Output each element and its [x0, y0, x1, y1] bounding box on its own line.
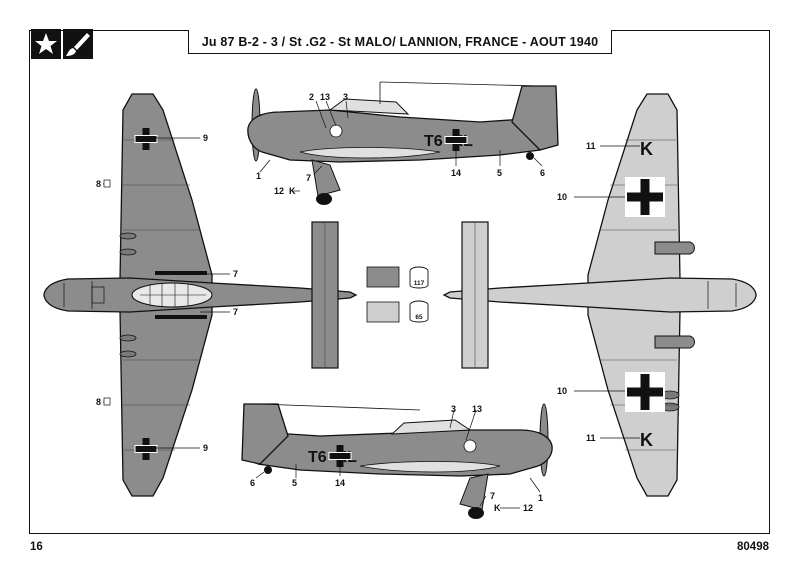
- swatch-underside: [366, 301, 400, 323]
- callout-8-upper: 8: [96, 179, 101, 189]
- callout-k-lower: K: [494, 503, 501, 513]
- callout-leaders: [103, 100, 640, 509]
- callout-5-upper: 5: [497, 168, 502, 178]
- callout-3-lower: 3: [451, 404, 456, 414]
- callout-14-lower: 14: [335, 478, 345, 488]
- title-box: Ju 87 B-2 - 3 / St .G2 - St MALO/ LANNIO…: [188, 30, 612, 54]
- callout-labels: 9 9 7 7 8 8 11 11 10 10 1 2 13 3 7 12 K …: [96, 92, 596, 513]
- callout-10-lower: 10: [557, 386, 567, 396]
- callout-11-lower: 11: [586, 433, 596, 443]
- bottom-view-fuselage: [442, 277, 757, 313]
- callout-3-upper: 3: [343, 92, 348, 102]
- paint-can-117: 117: [409, 266, 429, 289]
- paint-can-65: 65: [409, 300, 429, 323]
- callout-7-top-upper: 7: [233, 269, 238, 279]
- callout-12-lower: 12: [523, 503, 533, 513]
- paint-number-117: 117: [414, 280, 425, 287]
- page-title: Ju 87 B-2 - 3 / St .G2 - St MALO/ LANNIO…: [201, 34, 599, 49]
- callout-7-side-lower: 7: [490, 491, 495, 501]
- callout-1-lower: 1: [538, 493, 543, 503]
- page-number-left: 16: [30, 541, 43, 553]
- k-letter-lower: K: [640, 430, 653, 450]
- callout-11-upper: 11: [586, 141, 596, 151]
- bottom-view-plan: K K: [442, 93, 757, 497]
- k-letter-upper: K: [640, 139, 653, 159]
- paint-legend: 117 65: [366, 266, 429, 323]
- callout-6-upper: 6: [540, 168, 545, 178]
- paintbrush-icon: [66, 33, 90, 56]
- callout-9-lower: 9: [203, 443, 208, 453]
- callout-k-upper: K: [289, 186, 296, 196]
- callout-5-lower: 5: [292, 478, 297, 488]
- callout-1-upper: 1: [256, 171, 261, 181]
- callout-14-upper: 14: [451, 168, 461, 178]
- callout-12-upper: 12: [274, 186, 284, 196]
- side-view-upper: T6 KL: [247, 81, 559, 205]
- callout-6-lower: 6: [250, 478, 255, 488]
- callout-13-upper: 13: [320, 92, 330, 102]
- callout-2-upper: 2: [309, 92, 314, 102]
- star-icon: [35, 33, 57, 54]
- callout-8-lower: 8: [96, 397, 101, 407]
- callout-10-upper: 10: [557, 192, 567, 202]
- top-view-plan: [43, 93, 358, 497]
- balkenkreuz-bottom-upper: [625, 177, 665, 217]
- callout-7-top-lower: 7: [233, 307, 238, 317]
- badge: [31, 29, 93, 59]
- balkenkreuz-bottom-lower: [625, 372, 665, 412]
- callout-7-side-upper: 7: [306, 173, 311, 183]
- swatch-camouflage: [366, 266, 400, 288]
- side-view-lower: T6 KL: [241, 403, 553, 519]
- callout-13-lower: 13: [472, 404, 482, 414]
- paint-number-65: 65: [415, 314, 423, 321]
- page-number-right: 80498: [737, 541, 769, 553]
- callout-9-upper: 9: [203, 133, 208, 143]
